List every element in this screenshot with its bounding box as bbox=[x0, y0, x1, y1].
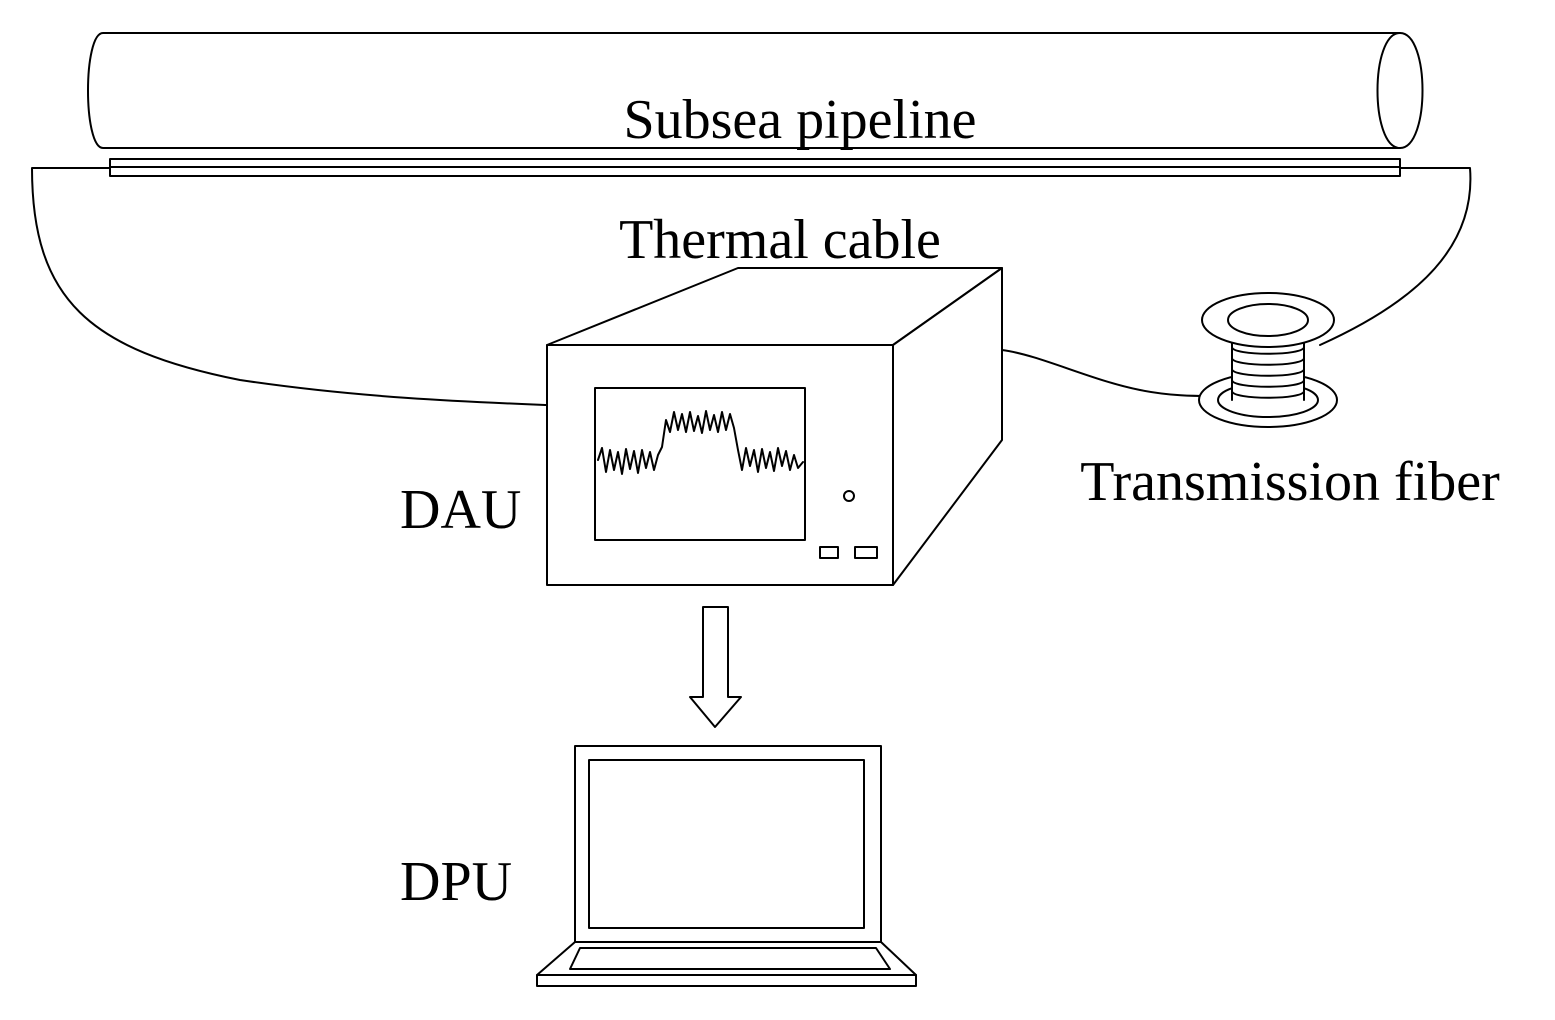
dau-label: DAU bbox=[400, 479, 521, 541]
fiber-spool-icon bbox=[1198, 292, 1338, 428]
dau-button-2 bbox=[854, 546, 878, 559]
dpu-label: DPU bbox=[400, 851, 512, 913]
laptop-keyboard bbox=[569, 947, 891, 970]
arrow-down-icon bbox=[689, 606, 742, 728]
cable-loop-right bbox=[1319, 167, 1472, 346]
dau-button-1 bbox=[819, 546, 839, 559]
pipeline-icon bbox=[87, 32, 1424, 149]
transmission-fiber-label: Transmission fiber bbox=[1080, 451, 1500, 513]
thermal-cable-icon bbox=[109, 158, 1401, 177]
cable-dau-to-spool bbox=[1001, 349, 1211, 397]
laptop-screen bbox=[588, 759, 865, 929]
laptop-icon bbox=[536, 745, 917, 987]
cable-loop-left bbox=[31, 167, 548, 406]
thermal-cable-label: Thermal cable bbox=[619, 209, 941, 271]
dau-instrument-icon bbox=[546, 267, 1003, 586]
dau-knob-icon bbox=[843, 490, 855, 502]
pipeline-label: Subsea pipeline bbox=[623, 89, 976, 151]
dau-signal-trace bbox=[597, 410, 804, 475]
